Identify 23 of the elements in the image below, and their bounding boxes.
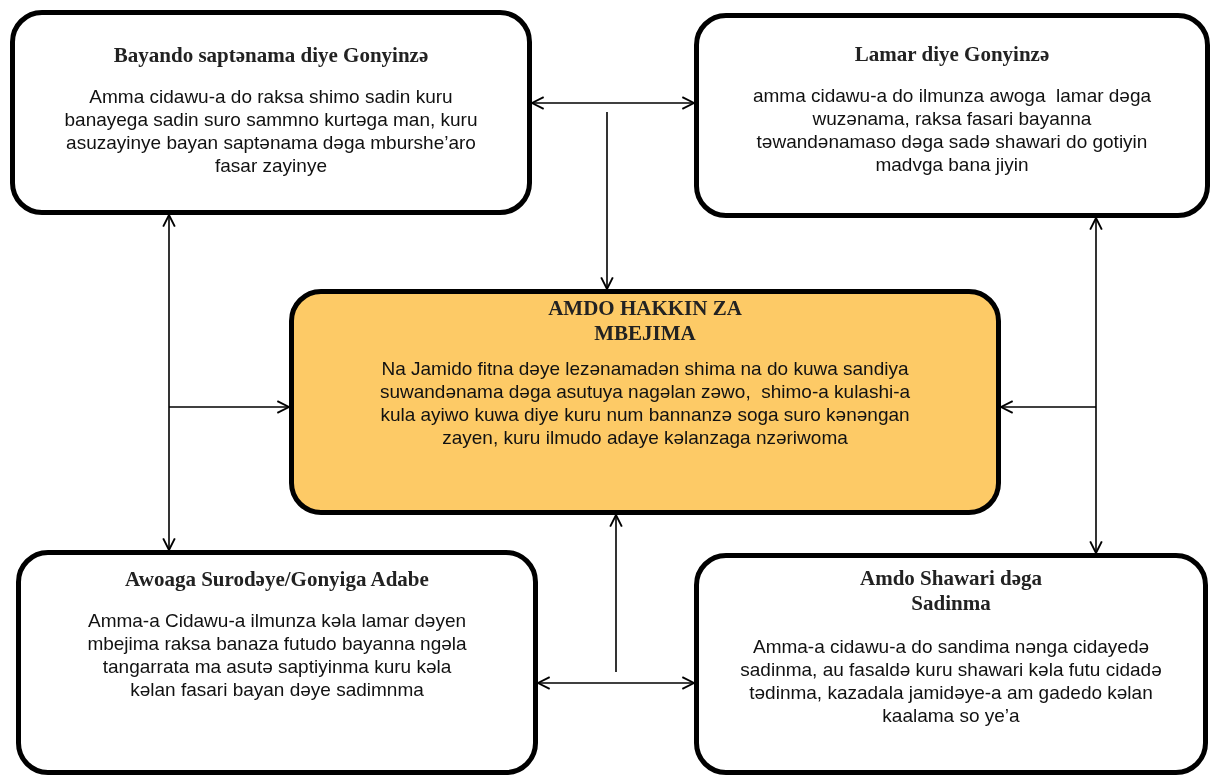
arrow — [1089, 217, 1103, 554]
box-heading: Lamar diye Gonyinzə — [854, 42, 1050, 68]
box-text: Amma-a Cidawu-a ilmunza kəla lamar dəyen mbejima raksa banaza futudo bayanna ngəla tangarrata ma asutə saptiyinma kuru kəla kəlan fasari bayan dəye sadimnma — [87, 610, 467, 702]
arrow — [537, 676, 695, 690]
arrow — [168, 400, 290, 414]
arrow — [600, 111, 614, 290]
arrow — [1000, 400, 1097, 414]
topic-box — [16, 550, 538, 775]
arrow — [531, 96, 695, 110]
box-heading: Awoaga Surodəye/Gonyiga Adabe — [125, 567, 429, 593]
box-text: Amma cidawu-a do raksa shimo sadin kuru banayega sadin suro sammno kurtəga man, kuru asuzayinye bayan saptənama dəga mburshe’aro fasar zayinye — [63, 86, 479, 178]
box-text: Na Jamido fitna dəye lezənamadən shima na do kuwa sandiya suwandənama dəga asutuya nagəlan zəwo, shimo-a kulashi-a kula ayiwo kuwa diye kuru num bannanzə soga suro kənəngan zayen, kuru ilmudo adaye kəlanzaga nzəriwoma — [378, 358, 912, 450]
topic-box — [10, 10, 532, 215]
box-heading: AMDO HAKKIN ZA MBEJIMA — [547, 296, 743, 347]
topic-box — [694, 13, 1210, 218]
box-heading: Bayando saptənama diye Gonyinzə — [113, 43, 429, 69]
arrow — [162, 214, 176, 551]
box-text: Amma-a cidawu-a do sandima nənga cidayedə sadinma, au fasaldə kuru shawari kəla futu cidadə tədinma, kazadala jamidəye-a am gadedo kəlan kaalama so ye’a — [739, 636, 1163, 728]
box-text: amma cidawu-a do ilmunza awoga lamar dəga wuzənama, raksa fasari bayanna təwandənamaso dəga sadə shawari do gotiyin madvga bana jiyin — [752, 85, 1152, 177]
box-heading: Amdo Shawari dəga Sadinma — [859, 566, 1043, 617]
arrow — [609, 514, 623, 673]
central-box — [289, 289, 1001, 515]
topic-box — [694, 553, 1208, 775]
